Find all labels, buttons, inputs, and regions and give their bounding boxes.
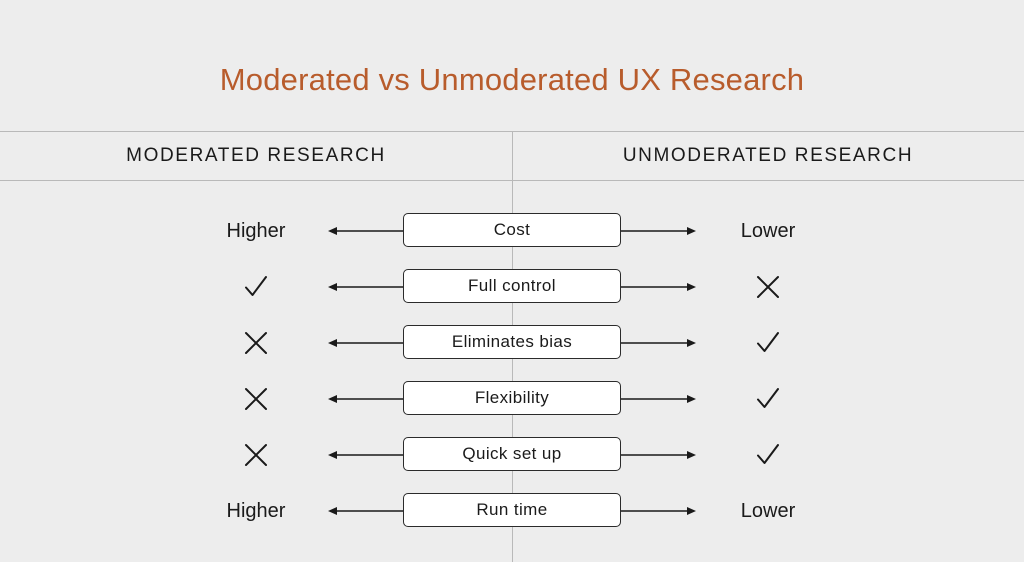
criterion-box: Quick set up <box>403 437 621 471</box>
row-arrows <box>328 507 696 515</box>
row-arrows <box>328 227 696 235</box>
left-arrowhead <box>328 507 337 515</box>
cross-icon <box>242 441 270 469</box>
criterion-box: Run time <box>403 493 621 527</box>
right-arrowhead <box>687 339 696 347</box>
left-arrowhead <box>328 451 337 459</box>
right-arrowhead <box>687 283 696 291</box>
unmoderated-value: Lower <box>740 220 796 242</box>
left-arrowhead <box>328 395 337 403</box>
comparison-row: Cost Higher Lower <box>0 213 1024 249</box>
unmoderated-value: Lower <box>740 500 796 522</box>
comparison-row: Run time Higher Lower <box>0 493 1024 529</box>
criterion-box: Cost <box>403 213 621 247</box>
cross-icon <box>242 385 270 413</box>
comparison-row: Eliminates bias <box>0 325 1024 361</box>
row-arrows <box>328 339 696 347</box>
moderated-value: Higher <box>226 220 286 242</box>
left-arrowhead <box>328 339 337 347</box>
right-arrowhead <box>687 395 696 403</box>
criterion-box: Full control <box>403 269 621 303</box>
column-header-moderated: MODERATED RESEARCH <box>126 145 386 166</box>
row-arrows <box>328 451 696 459</box>
left-arrowhead <box>328 227 337 235</box>
check-icon <box>754 329 782 357</box>
cross-icon <box>754 273 782 301</box>
criterion-box: Flexibility <box>403 381 621 415</box>
right-arrowhead <box>687 507 696 515</box>
comparison-row: Quick set up <box>0 437 1024 473</box>
comparison-row: Full control <box>0 269 1024 305</box>
row-arrows <box>328 395 696 403</box>
criterion-box: Eliminates bias <box>403 325 621 359</box>
check-icon <box>754 385 782 413</box>
right-arrowhead <box>687 227 696 235</box>
row-arrows <box>328 283 696 291</box>
cross-icon <box>242 329 270 357</box>
check-icon <box>242 273 270 301</box>
left-arrowhead <box>328 283 337 291</box>
comparison-row: Flexibility <box>0 381 1024 417</box>
right-arrowhead <box>687 451 696 459</box>
check-icon <box>754 441 782 469</box>
moderated-value: Higher <box>226 500 286 522</box>
page-title: Moderated vs Unmoderated UX Research <box>219 62 805 97</box>
column-header-unmoderated: UNMODERATED RESEARCH <box>622 145 914 166</box>
